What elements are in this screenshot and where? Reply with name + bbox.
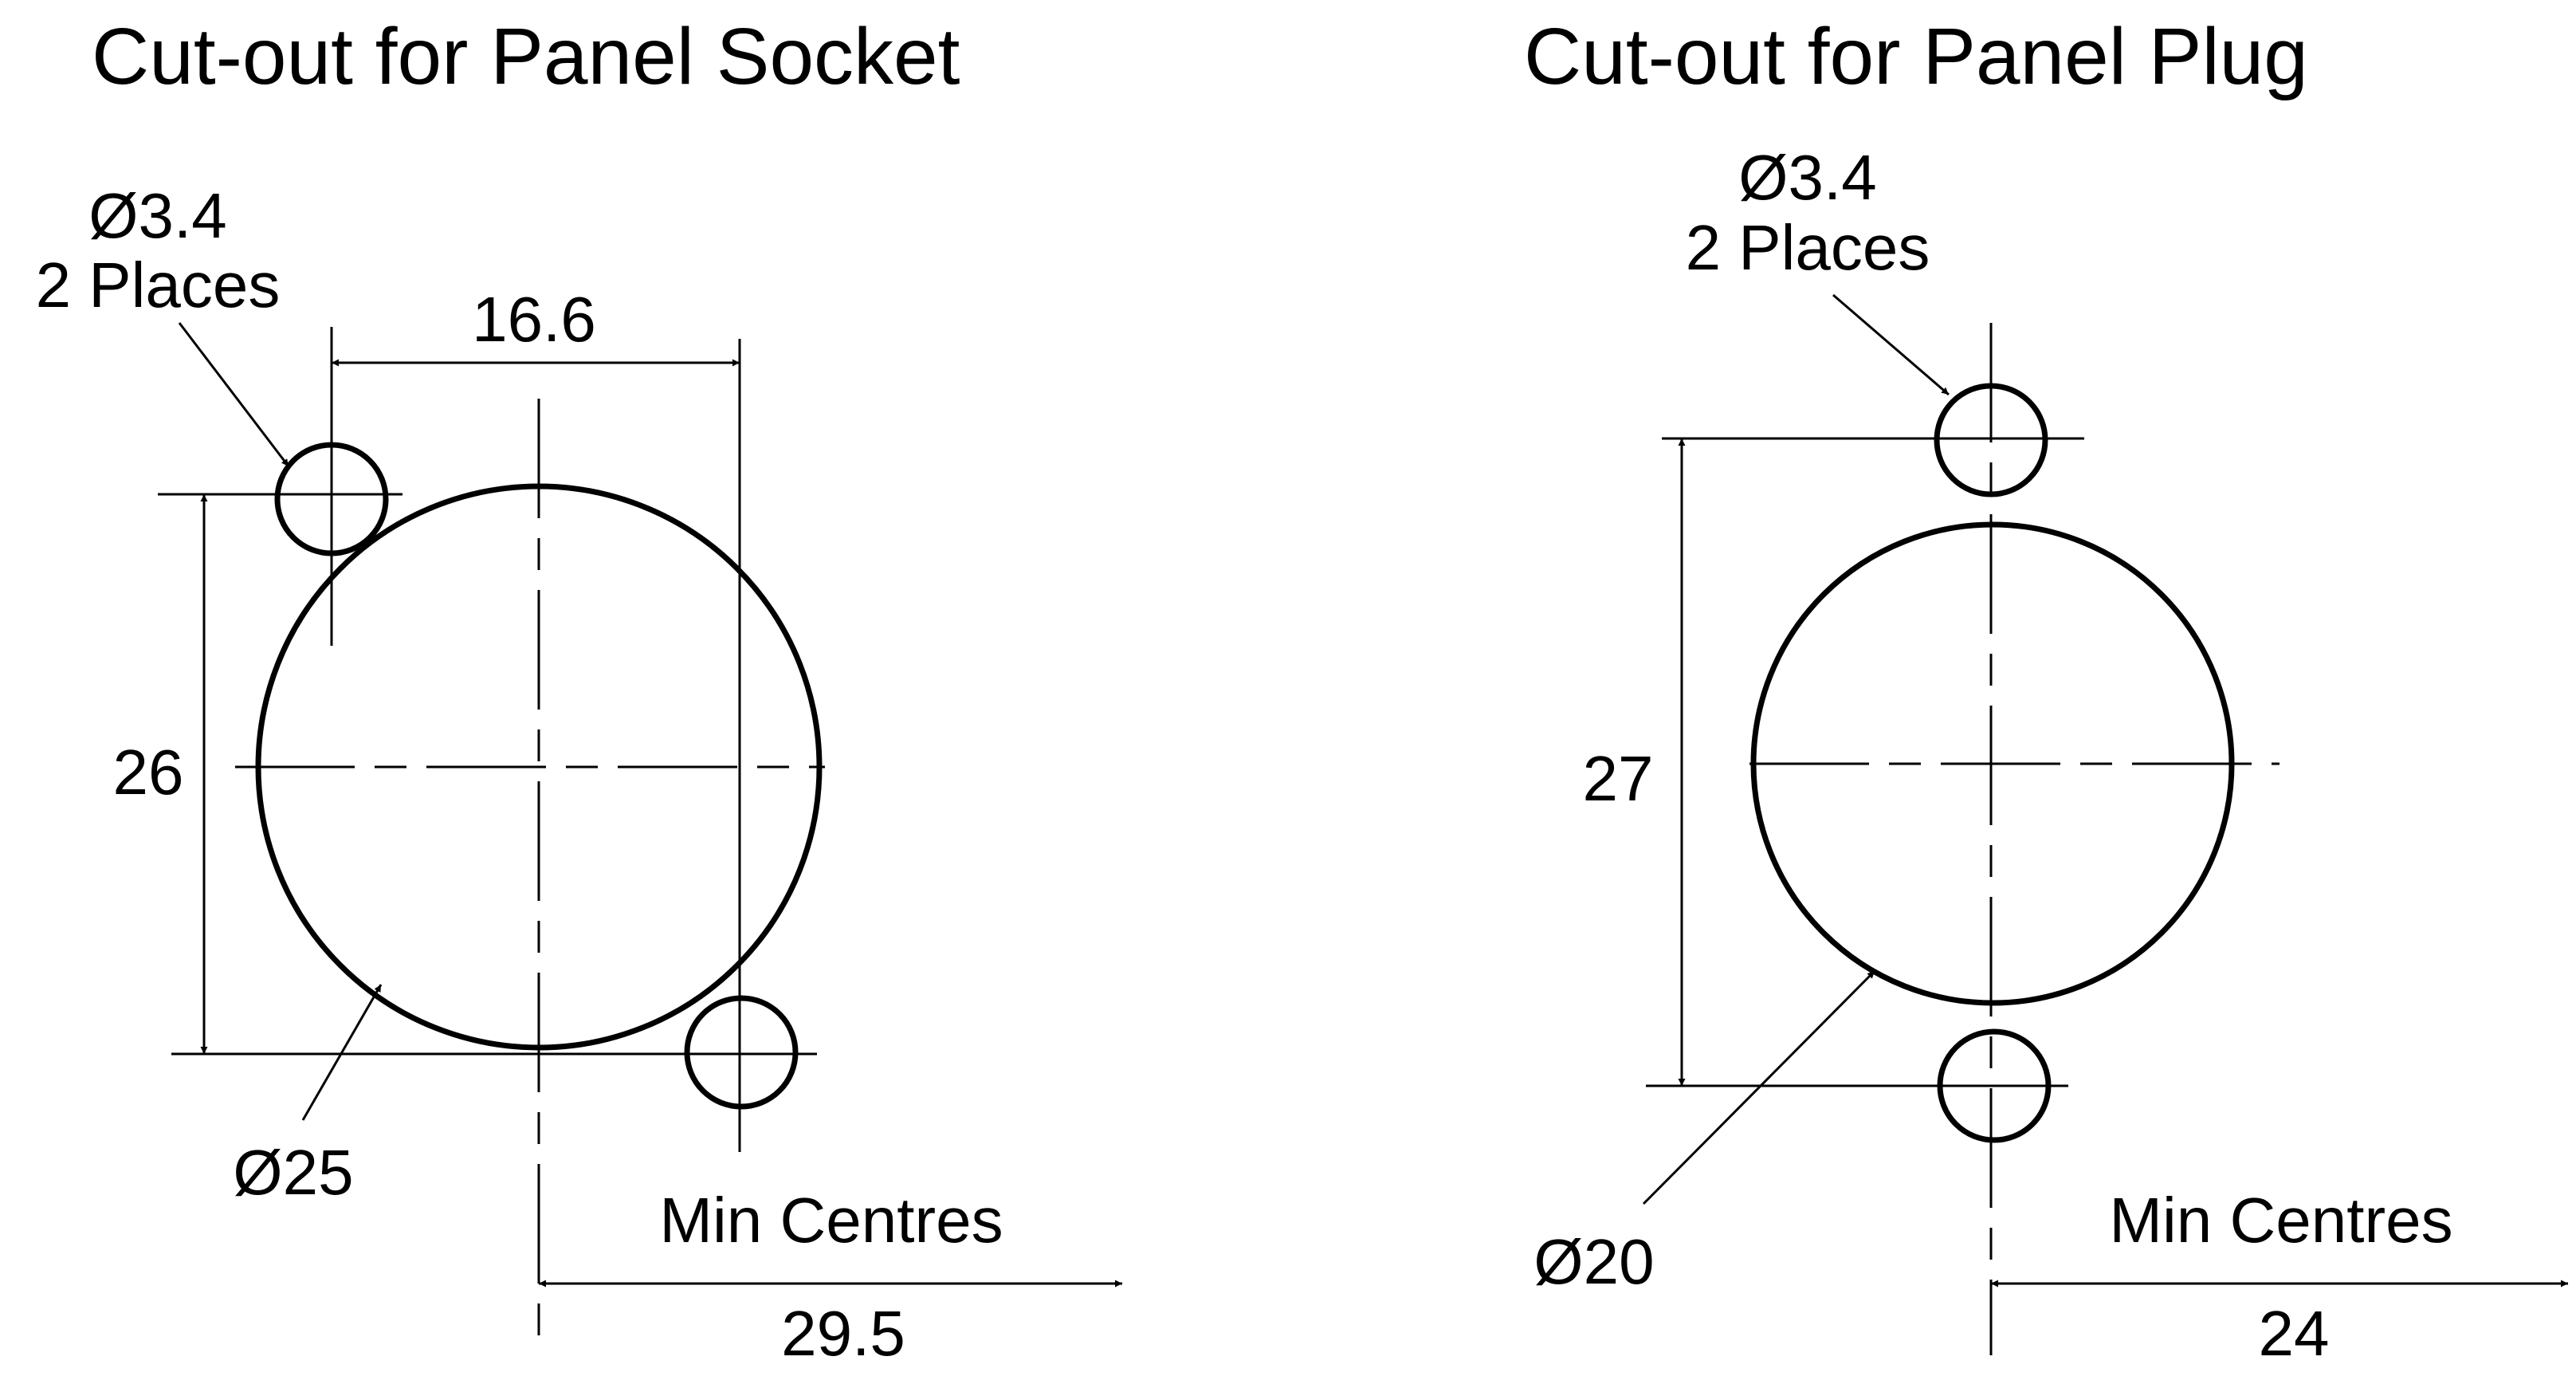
socket-hole-count-label: 2 Places: [36, 250, 281, 320]
socket-min-centres-label: Min Centres: [659, 1185, 1003, 1256]
socket-fixing-hole-bottom-right: [684, 995, 799, 1110]
plug-vertical-spacing-label: 27: [1583, 743, 1654, 814]
socket-min-centres-value: 29.5: [781, 1298, 905, 1369]
plug-min-centres-label: Min Centres: [2109, 1185, 2452, 1256]
socket-main-diameter-label: Ø25: [233, 1137, 353, 1208]
plug-hole-count-label: 2 Places: [1686, 212, 1930, 283]
socket-hole-leader: [178, 322, 290, 467]
plug-min-centres-value: 24: [2259, 1298, 2330, 1369]
plug-title: Cut-out for Panel Plug: [1524, 12, 2308, 101]
plug-main-diameter-label: Ø20: [1533, 1226, 1654, 1297]
socket-diameter-leader: [301, 984, 383, 1121]
socket-hole-diameter-label: Ø3.4: [88, 180, 226, 251]
plug-diameter-leader: [1642, 969, 1876, 1205]
plug-cutout: Cut-out for Panel Plug 27 Ø3.4 2 Places …: [1524, 12, 2568, 1369]
socket-horizontal-spacing-label: 16.6: [472, 284, 596, 355]
plug-hole-leader: [1832, 293, 1950, 396]
plug-hole-diameter-label: Ø3.4: [1738, 142, 1876, 213]
socket-title: Cut-out for Panel Socket: [92, 12, 960, 101]
socket-vertical-spacing-label: 26: [113, 737, 184, 808]
socket-cutout: Cut-out for Panel Socket 16.6 26 Ø3.4 2 …: [36, 12, 1122, 1369]
